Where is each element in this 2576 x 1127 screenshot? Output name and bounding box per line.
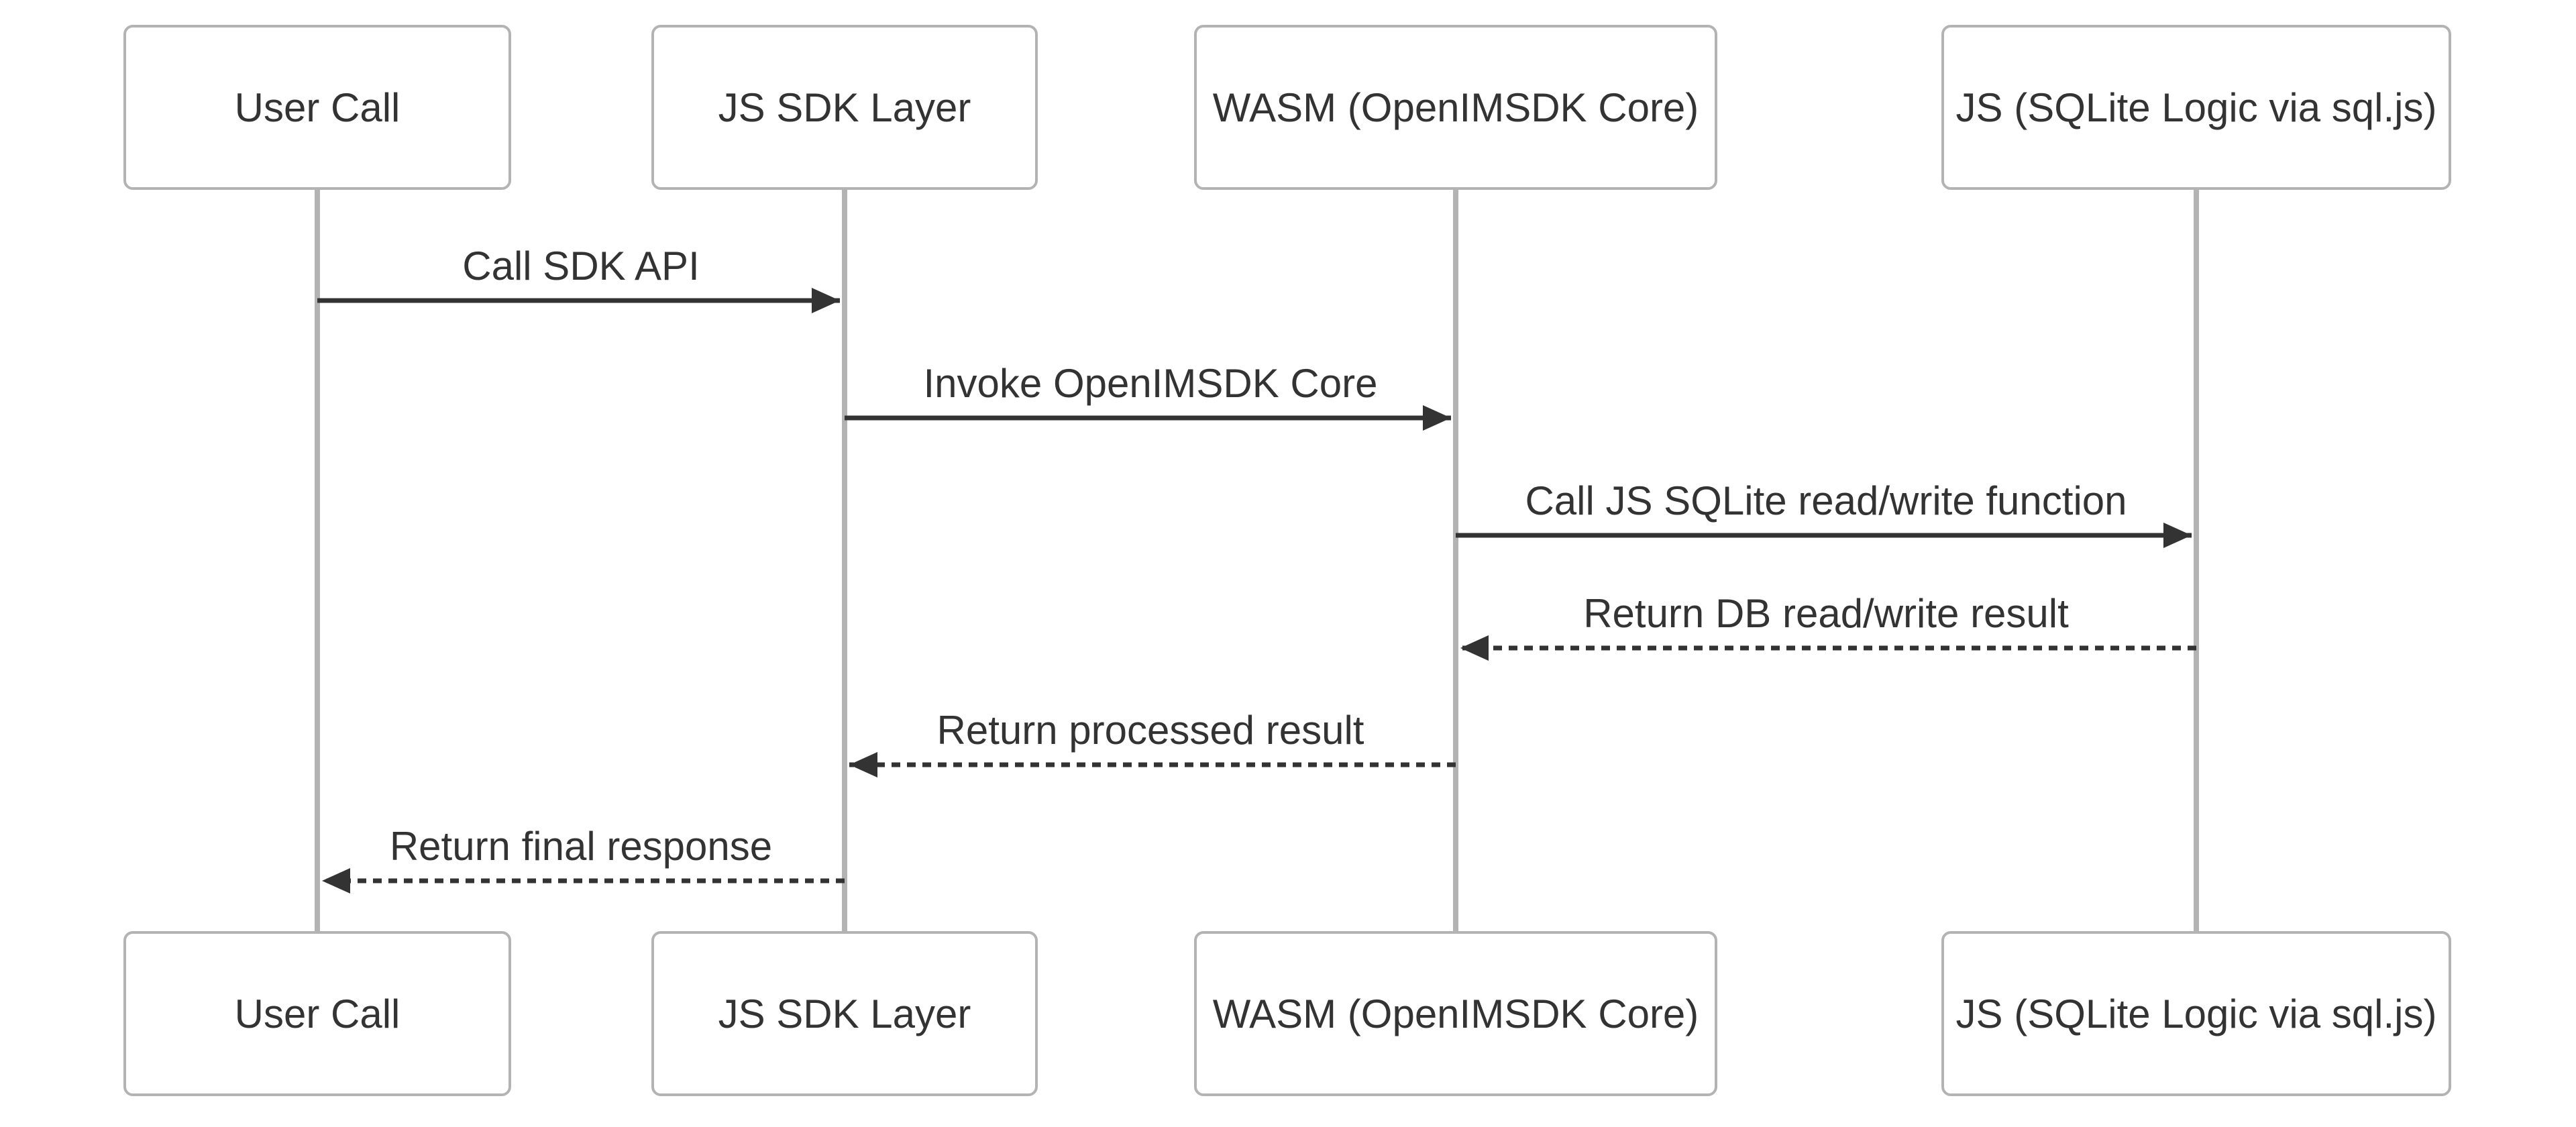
participant-box-js-sdk-bottom: JS SDK Layer — [651, 931, 1038, 1096]
message-label-return-final-response: Return final response — [389, 824, 773, 869]
message-label-call-js-sqlite: Call JS SQLite read/write function — [1525, 478, 2127, 523]
participant-label: JS (SQLite Logic via sql.js) — [1955, 85, 2437, 130]
participant-label: JS SDK Layer — [718, 991, 971, 1036]
participant-box-user-call-top: User Call — [123, 25, 511, 190]
participant-box-wasm-core-bottom: WASM (OpenIMSDK Core) — [1194, 931, 1717, 1096]
participant-label: WASM (OpenIMSDK Core) — [1212, 85, 1699, 130]
participant-box-user-call-bottom: User Call — [123, 931, 511, 1096]
message-label-return-db-result: Return DB read/write result — [1583, 591, 2069, 636]
message-label-return-processed: Return processed result — [936, 708, 1364, 753]
participant-label: JS SDK Layer — [718, 85, 971, 130]
participant-label: JS (SQLite Logic via sql.js) — [1955, 991, 2437, 1036]
participant-label: User Call — [234, 991, 400, 1036]
participant-box-js-sdk-top: JS SDK Layer — [651, 25, 1038, 190]
participant-box-js-sqlite-top: JS (SQLite Logic via sql.js) — [1941, 25, 2451, 190]
participant-label: WASM (OpenIMSDK Core) — [1212, 991, 1699, 1036]
message-label-call-sdk-api: Call SDK API — [462, 244, 700, 288]
participant-box-js-sqlite-bottom: JS (SQLite Logic via sql.js) — [1941, 931, 2451, 1096]
message-label-invoke-openimsdk-core: Invoke OpenIMSDK Core — [923, 361, 1378, 406]
participant-label: User Call — [234, 85, 400, 130]
participant-box-wasm-core-top: WASM (OpenIMSDK Core) — [1194, 25, 1717, 190]
